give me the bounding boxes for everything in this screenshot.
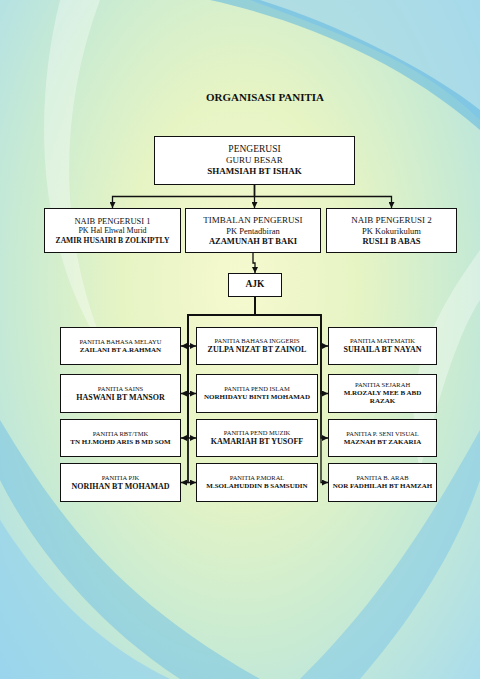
panel-box: PANITIA BAHASA INGGERISZULPA NIZAT BT ZA… — [196, 327, 318, 365]
role-label: PANITIA RBT/TMK — [93, 430, 149, 438]
person-name: ZAMIR HUSAIRI B ZOLKIPTLY — [56, 236, 170, 245]
person-name: NORHIDAYU BINTI MOHAMAD — [204, 393, 310, 401]
person-name: SHAMSIAH BT ISHAK — [207, 166, 301, 177]
diagram-title: ORGANISASI PANITIA — [170, 91, 360, 103]
person-name: SUHAILA BT NAYAN — [344, 345, 422, 355]
person-name: ZAILANI BT A.RAHMAN — [80, 346, 161, 354]
connector-arrow — [255, 297, 328, 438]
role-label: PANITIA PEND MUZIK — [224, 429, 291, 437]
role-label: AJK — [246, 279, 265, 290]
committee-box: AJK — [228, 273, 282, 297]
background-swirl — [300, 430, 480, 679]
panel-box: PANITIA P. SENI VISUALMAZNAH BT ZAKARIA — [328, 419, 437, 457]
role-label: PANITIA B. ARAB — [357, 474, 409, 482]
panel-box: PANITIA SAINSHASWANI BT MANSOR — [60, 374, 181, 413]
person-name: TN HJ.MOHD ARIS B MD SOM — [70, 438, 170, 446]
person-name: HASWANI BT MANSOR — [76, 393, 164, 403]
person-name: MAZNAH BT ZAKARIA — [344, 438, 422, 446]
person-name: NOR FADHILAH BT HAMZAH — [333, 482, 433, 490]
role-label: PANITIA SAINS — [98, 385, 143, 393]
panel-box: PANITIA BAHASA MELAYUZAILANI BT A.RAHMAN — [60, 327, 181, 365]
background-swirl — [44, 0, 110, 360]
connector-arrow — [188, 297, 255, 438]
role-label: PANITIA P. SENI VISUAL — [346, 430, 419, 438]
person-name: KAMARIAH BT YUSOFF — [211, 437, 303, 447]
role-label: NAIB PENGERUSI 2 — [351, 215, 432, 226]
role-label: PANITIA SEJARAH — [355, 381, 410, 389]
connector-arrow — [255, 185, 392, 208]
role-label: GURU BESAR — [226, 155, 283, 166]
person-name: NORIHAN BT MOHAMAD — [71, 482, 169, 492]
role-box: NAIB PENGERUSI 2PK KokurikulumRUSLI B AB… — [326, 208, 457, 253]
role-box: NAIB PENGERUSI 1PK Hal Ehwal MuridZAMIR … — [44, 208, 181, 253]
role-label: PANITIA BAHASA INGGERIS — [215, 337, 300, 345]
background-swirl — [0, 420, 260, 679]
panel-box: PANITIA PEND ISLAMNORHIDAYU BINTI MOHAMA… — [196, 374, 318, 413]
person-name: RUSLI B ABAS — [362, 236, 420, 246]
role-label: PENGERUSI — [228, 144, 280, 155]
background-swirl — [0, 520, 170, 679]
role-label: TIMBALAN PENGERUSI — [203, 215, 302, 226]
role-label: PANITIA MATEMATIK — [350, 337, 415, 345]
panel-box: PANITIA PJKNORIHAN BT MOHAMAD — [60, 463, 181, 502]
person-name: ZULPA NIZAT BT ZAINOL — [208, 345, 307, 355]
panel-box: PANITIA SEJARAHM.ROZALY MEE B ABD RAZAK — [328, 374, 437, 413]
role-label: PK Pentadbiran — [226, 226, 280, 236]
connector-arrow — [113, 185, 255, 208]
panel-box: PANITIA MATEMATIKSUHAILA BT NAYAN — [328, 327, 437, 365]
role-label: NAIB PENGERUSI 1 — [74, 216, 150, 226]
role-box: TIMBALAN PENGERUSIPK PentadbiranAZAMUNAH… — [185, 208, 321, 253]
role-label: PANITIA PJK — [102, 474, 140, 482]
connector-arrow — [181, 297, 255, 438]
person-name: AZAMUNAH BT BAKI — [209, 236, 297, 246]
panel-box: PANITIA PEND MUZIKKAMARIAH BT YUSOFF — [196, 419, 318, 457]
person-name: M.SOLAHUDDIN B SAMSUDIN — [206, 482, 307, 490]
role-label: PANITIA BAHASA MELAYU — [80, 338, 162, 346]
role-label: PANITIA PEND ISLAM — [224, 385, 290, 393]
role-label: PK Kokurikulum — [362, 226, 421, 236]
person-name: M.ROZALY MEE B ABD RAZAK — [331, 389, 434, 406]
background-swirl — [210, 0, 480, 130]
panel-box: PANITIA B. ARABNOR FADHILAH BT HAMZAH — [328, 463, 437, 502]
role-box: PENGERUSIGURU BESARSHAMSIAH BT ISHAK — [154, 136, 355, 185]
panel-box: PANITIA RBT/TMKTN HJ.MOHD ARIS B MD SOM — [60, 419, 181, 457]
role-label: PK Hal Ehwal Murid — [78, 226, 146, 236]
role-label: PANITIA P.MORAL — [230, 474, 285, 482]
panel-box: PANITIA P.MORALM.SOLAHUDDIN B SAMSUDIN — [196, 463, 318, 502]
connector-arrow — [253, 253, 255, 273]
